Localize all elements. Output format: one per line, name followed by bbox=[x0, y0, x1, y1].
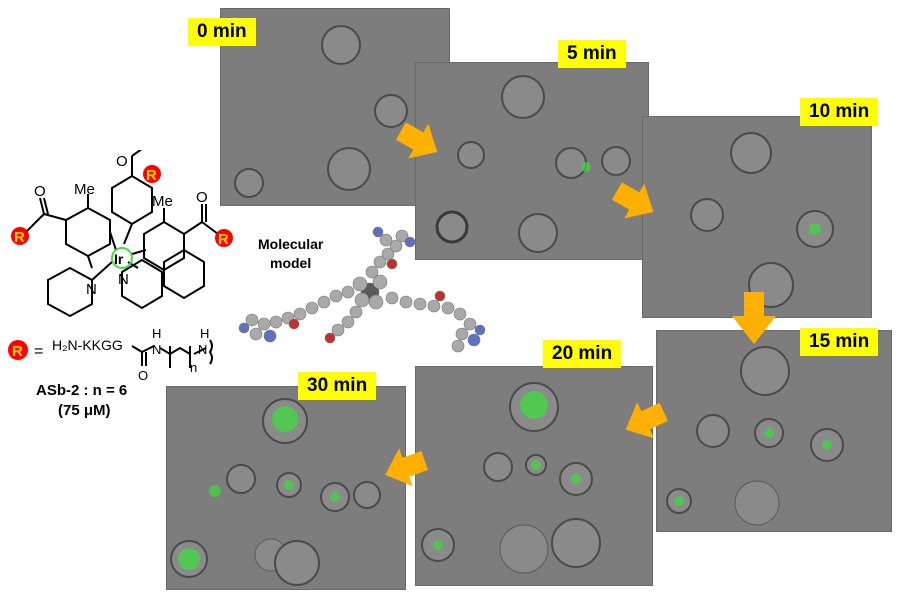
cell-field-10 bbox=[690, 132, 834, 308]
methyl-left-label: Me bbox=[74, 181, 95, 198]
amine-h-label-1: H bbox=[152, 326, 161, 341]
time-label-0-min: 0 min bbox=[188, 18, 256, 46]
r-group-right-label: R bbox=[218, 231, 229, 248]
compound-name: ASb-2 : n = 6 bbox=[36, 382, 128, 399]
r-definition-peptide: H₂N-KKGG bbox=[52, 337, 123, 353]
cell-field-0 bbox=[234, 25, 408, 198]
time-label-15-min: 15 min bbox=[800, 328, 879, 356]
molecular-model-label-line2: model bbox=[270, 255, 312, 271]
compound-concentration: (75 μM) bbox=[58, 402, 111, 419]
micrograph-0-min bbox=[220, 8, 450, 206]
arrow-15-to-20 bbox=[625, 402, 668, 439]
amine-n-label-1: N bbox=[152, 342, 161, 357]
cell-field-20 bbox=[421, 382, 601, 574]
arrow-10-to-15 bbox=[732, 292, 776, 344]
cell-field-30 bbox=[170, 398, 381, 586]
ir-atom-label: Ir bbox=[114, 251, 124, 267]
amine-n-label-2: N bbox=[198, 342, 207, 357]
cell-field-15 bbox=[666, 346, 844, 526]
nitrogen-center-label: N bbox=[118, 271, 129, 288]
time-label-5-min: 5 min bbox=[558, 40, 626, 68]
r-group-definition: R = H₂N-KKGG H N H N O n bbox=[8, 326, 213, 382]
r-definition-symbol: R bbox=[12, 343, 23, 360]
micrograph-30-min bbox=[166, 386, 406, 590]
iridium-complex-structure: Ir N N Me Me O O O R R R bbox=[11, 150, 233, 318]
oxygen-right-label: O bbox=[196, 189, 208, 206]
molecular-model bbox=[238, 226, 486, 353]
time-label-10-min: 10 min bbox=[800, 98, 879, 126]
time-label-20-min: 20 min bbox=[543, 340, 622, 368]
methyl-right-label: Me bbox=[152, 193, 173, 210]
amine-h-label-2: H bbox=[200, 326, 209, 341]
oxygen-top-label: O bbox=[116, 153, 128, 170]
micrograph-20-min bbox=[415, 366, 653, 586]
r-definition-equals: = bbox=[34, 343, 43, 360]
cell-field-5 bbox=[435, 75, 631, 253]
r-group-left-label: R bbox=[14, 229, 25, 246]
carbonyl-o-label: O bbox=[138, 368, 148, 382]
nitrogen-left-label: N bbox=[86, 281, 97, 298]
time-label-30-min: 30 min bbox=[298, 372, 377, 400]
arrow-0-to-5 bbox=[396, 122, 438, 159]
oxygen-left-label: O bbox=[34, 183, 46, 200]
micrograph-15-min bbox=[656, 330, 892, 532]
chain-n-label: n bbox=[190, 360, 197, 375]
arrow-20-to-30 bbox=[385, 448, 429, 487]
micrograph-5-min bbox=[415, 62, 649, 260]
molecular-model-label-line1: Molecular bbox=[258, 236, 324, 252]
arrow-5-to-10 bbox=[612, 182, 654, 219]
micrograph-10-min bbox=[642, 116, 872, 318]
r-group-top-label: R bbox=[146, 167, 157, 184]
